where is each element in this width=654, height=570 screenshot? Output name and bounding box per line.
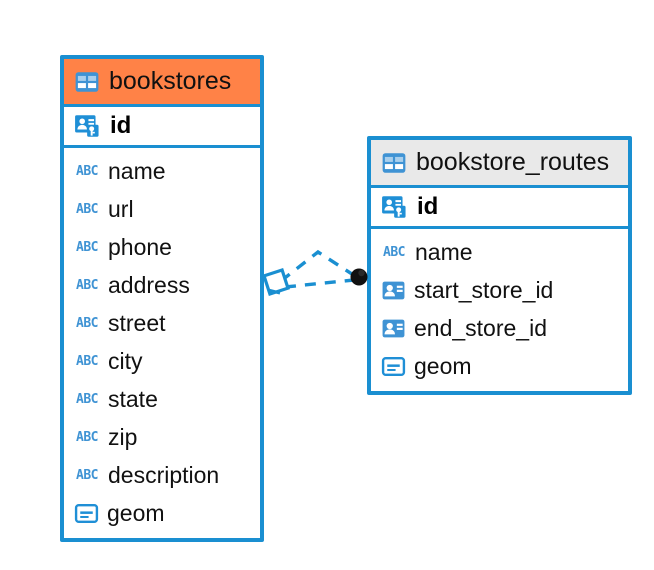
field-label: name xyxy=(108,157,166,184)
field-row[interactable]: ABC state xyxy=(64,380,260,418)
abc-glyph: ABC xyxy=(76,277,98,293)
field-row[interactable]: ABC name xyxy=(371,233,628,271)
entity-name-label: bookstore_routes xyxy=(416,148,610,176)
text-type-icon: ABC xyxy=(381,242,407,262)
field-row[interactable]: start_store_id xyxy=(371,271,628,309)
abc-glyph: ABC xyxy=(76,163,98,179)
text-type-icon: ABC xyxy=(74,237,100,257)
text-type-icon: ABC xyxy=(74,351,100,371)
field-row[interactable]: ABC name xyxy=(64,152,260,190)
relationship-source-handle[interactable] xyxy=(262,268,290,296)
text-type-icon: ABC xyxy=(74,465,100,485)
field-label: geom xyxy=(107,499,165,526)
relationship-line-upper xyxy=(279,249,356,283)
field-label: state xyxy=(108,385,158,412)
abc-glyph: ABC xyxy=(76,239,98,255)
primary-key-label: id xyxy=(417,193,439,220)
table-icon xyxy=(74,69,100,95)
entity-name-label: bookstores xyxy=(109,67,232,95)
primary-key-icon xyxy=(74,112,102,140)
field-label: street xyxy=(108,309,166,336)
geometry-type-icon xyxy=(381,354,406,379)
relationship-target-highlight xyxy=(358,269,365,277)
field-row[interactable]: ABC city xyxy=(64,342,260,380)
foreign-key-icon xyxy=(381,316,406,341)
entity-primary-key-row-bookstores[interactable]: id xyxy=(64,104,260,148)
abc-glyph: ABC xyxy=(76,391,98,407)
field-label: start_store_id xyxy=(414,276,554,303)
entity-table-bookstores[interactable]: bookstores id xyxy=(60,55,264,542)
text-type-icon: ABC xyxy=(74,313,100,333)
field-row[interactable]: ABC zip xyxy=(64,418,260,456)
primary-key-label: id xyxy=(110,112,132,139)
field-row[interactable]: ABC address xyxy=(64,266,260,304)
text-type-icon: ABC xyxy=(74,427,100,447)
table-icon xyxy=(381,150,407,176)
geometry-type-icon xyxy=(74,501,99,526)
field-row[interactable]: ABC url xyxy=(64,190,260,228)
text-type-icon: ABC xyxy=(74,275,100,295)
field-label: url xyxy=(108,195,134,222)
entity-table-bookstore-routes[interactable]: bookstore_routes id xyxy=(367,136,632,395)
abc-glyph: ABC xyxy=(76,467,98,483)
field-label: zip xyxy=(108,423,138,450)
field-label: city xyxy=(108,347,143,374)
text-type-icon: ABC xyxy=(74,161,100,181)
field-label: phone xyxy=(108,233,172,260)
foreign-key-icon xyxy=(381,278,406,303)
relationship-target-endpoint[interactable] xyxy=(350,268,368,286)
entity-header-bookstores[interactable]: bookstores xyxy=(64,59,260,104)
entity-primary-key-row-bookstore-routes[interactable]: id xyxy=(371,185,628,229)
entity-fields-bookstore-routes: ABC name start_store_id xyxy=(371,229,628,391)
abc-glyph: ABC xyxy=(76,315,98,331)
field-label: end_store_id xyxy=(414,314,547,341)
text-type-icon: ABC xyxy=(74,389,100,409)
field-row[interactable]: end_store_id xyxy=(371,309,628,347)
abc-glyph: ABC xyxy=(76,429,98,445)
abc-glyph: ABC xyxy=(383,244,405,260)
field-row[interactable]: ABC phone xyxy=(64,228,260,266)
field-row[interactable]: ABC description xyxy=(64,456,260,494)
field-label: address xyxy=(108,271,190,298)
entity-fields-bookstores: ABC name ABC url ABC phone ABC xyxy=(64,148,260,538)
field-label: description xyxy=(108,461,220,488)
abc-glyph: ABC xyxy=(76,201,98,217)
relationship-line-lower xyxy=(284,278,355,289)
entity-header-bookstore-routes[interactable]: bookstore_routes xyxy=(371,140,628,185)
field-row[interactable]: geom xyxy=(64,494,260,532)
field-label: geom xyxy=(414,352,472,379)
field-row[interactable]: geom xyxy=(371,347,628,385)
text-type-icon: ABC xyxy=(74,199,100,219)
abc-glyph: ABC xyxy=(76,353,98,369)
primary-key-icon xyxy=(381,193,409,221)
field-label: name xyxy=(415,238,473,265)
field-row[interactable]: ABC street xyxy=(64,304,260,342)
